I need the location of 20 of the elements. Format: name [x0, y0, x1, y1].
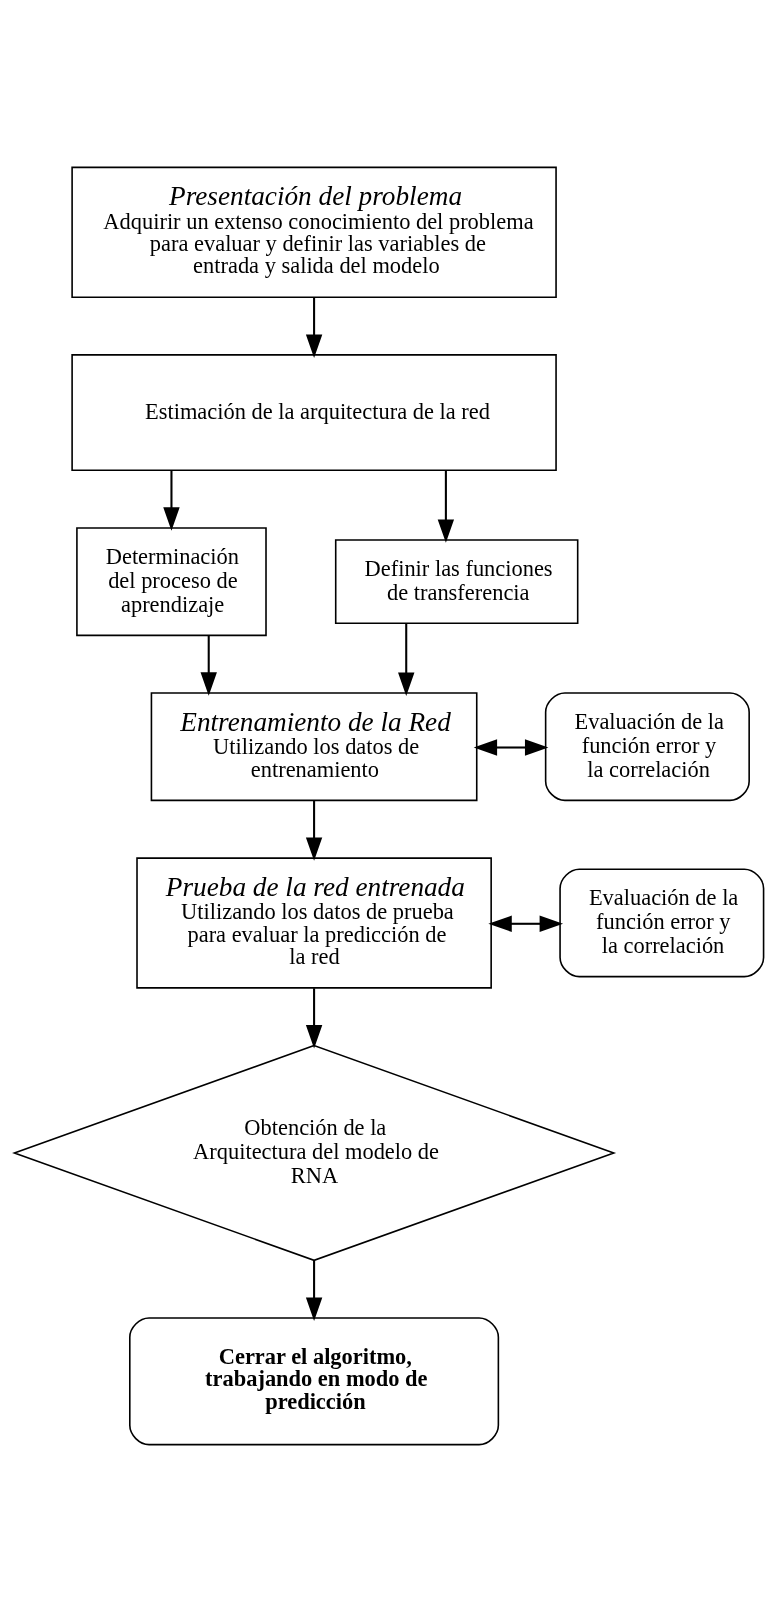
- node-box: Cerrar el algoritmo, trabajando en modo de predicción: [129, 1316, 500, 1445]
- node-box: Definir las funciones de transferencia: [334, 538, 579, 624]
- node-box: Determinación del proceso de aprendizaje: [76, 526, 267, 636]
- node-box: Evaluación de la función error y la correlación: [559, 868, 765, 977]
- arrow: [473, 738, 549, 756]
- arrow: [305, 800, 323, 861]
- arrow: [200, 635, 217, 696]
- arrow: [163, 469, 180, 531]
- arrow: [437, 469, 455, 543]
- node-box: Estimación de la arquitectura de la red: [71, 353, 557, 471]
- node-box: Presentación del problema Adquirir un extenso conocimiento del problema para evaluar y definir las variables de entrada y salida del modelo: [71, 166, 557, 298]
- node-box: Entrenamiento de la Red Utilizando los datos de entrenamiento: [150, 691, 478, 801]
- node-box: Prueba de la red entrenada Utilizando los datos de prueba para evaluar la predicción de la red: [136, 856, 492, 989]
- arrow: [398, 623, 415, 696]
- node-box: Evaluación de la función error y la correlación: [544, 691, 750, 801]
- arrow: [305, 1259, 323, 1321]
- node-diamond: Obtención de la Arquitectura del modelo de RNA: [12, 1044, 617, 1261]
- arrow: [305, 987, 323, 1048]
- arrow: [305, 296, 323, 358]
- arrow: [488, 915, 563, 932]
